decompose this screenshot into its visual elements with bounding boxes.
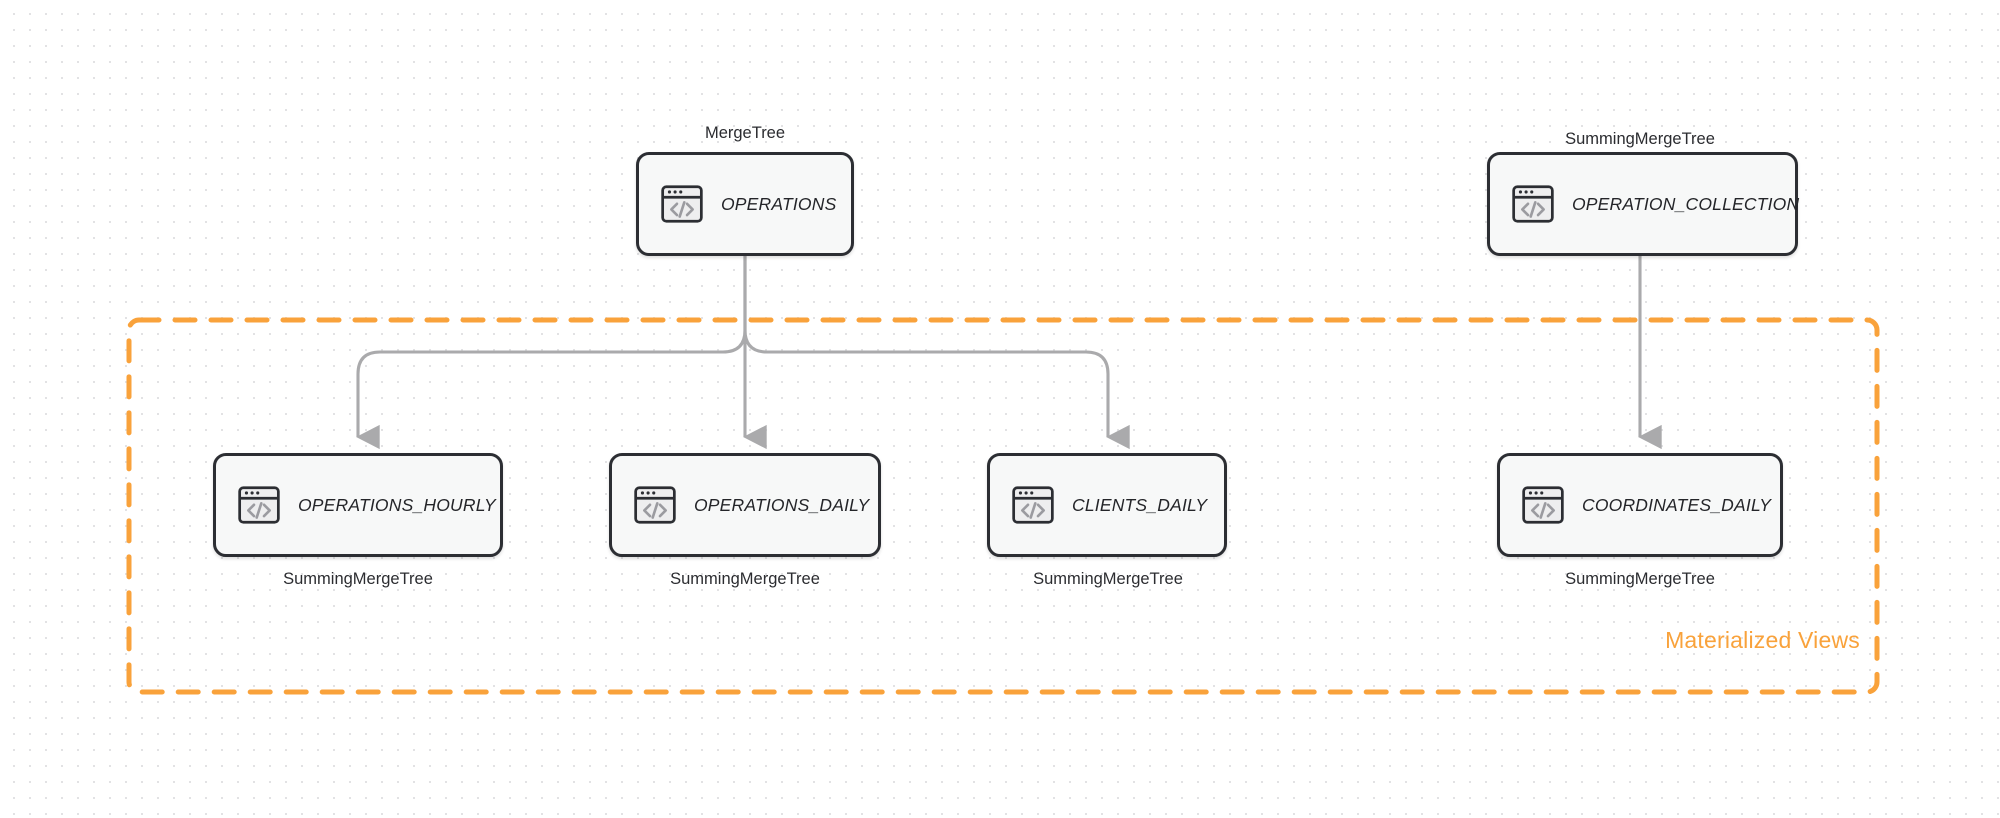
engine-caption-clients-daily: SummingMergeTree [1033, 570, 1183, 588]
edge-operations-to-operations-hourly [356, 256, 747, 450]
node-operations-daily[interactable]: OPERATIONS_DAILY [609, 453, 881, 557]
engine-caption-coordinates-daily: SummingMergeTree [1565, 570, 1715, 588]
engine-caption-operation-collection: SummingMergeTree [1565, 130, 1715, 148]
engine-caption-operations: MergeTree [704, 124, 786, 142]
edge-operations-to-clients-daily [743, 256, 1130, 450]
engine-caption-operations-daily: SummingMergeTree [670, 570, 820, 588]
node-label: OPERATIONS_DAILY [694, 494, 870, 515]
code-window-icon [1010, 482, 1056, 528]
code-window-icon [1520, 482, 1566, 528]
node-label: OPERATIONS_HOURLY [298, 494, 496, 515]
node-label: COORDINATES_DAILY [1582, 494, 1772, 515]
code-window-icon [236, 482, 282, 528]
node-coordinates-daily[interactable]: COORDINATES_DAILY [1497, 453, 1783, 557]
code-window-icon [632, 482, 678, 528]
materialized-views-group-label: Materialized Views [1665, 627, 1860, 653]
node-label: OPERATION_COLLECTION [1572, 193, 1800, 214]
engine-caption-operations-hourly: SummingMergeTree [283, 570, 433, 588]
node-operation-collection[interactable]: OPERATION_COLLECTION [1487, 152, 1800, 256]
node-label: CLIENTS_DAILY [1072, 494, 1208, 515]
node-operations[interactable]: OPERATIONS [636, 152, 854, 256]
node-clients-daily[interactable]: CLIENTS_DAILY [987, 453, 1227, 557]
code-window-icon [659, 181, 705, 227]
node-label: OPERATIONS [721, 193, 837, 214]
code-window-icon [1510, 181, 1556, 227]
node-operations-hourly[interactable]: OPERATIONS_HOURLY [213, 453, 503, 557]
